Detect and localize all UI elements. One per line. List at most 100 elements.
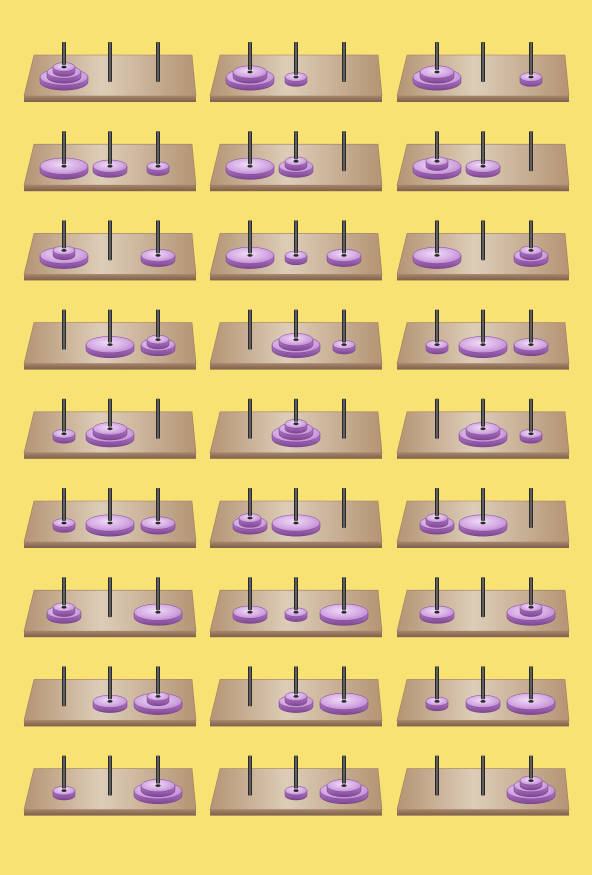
peg-3 [326, 220, 362, 267]
peg-1 [225, 131, 275, 180]
peg-2 [271, 488, 321, 537]
peg-rod-top [529, 666, 533, 700]
peg-1 [225, 220, 275, 269]
peg-2 [92, 131, 128, 178]
peg-2 [108, 755, 112, 796]
peg-rod-top [156, 398, 160, 437]
peg-rod-top [481, 398, 485, 427]
board-edge [397, 542, 569, 548]
peg-3 [140, 309, 176, 357]
board-23 [209, 666, 383, 727]
peg-1 [46, 577, 82, 624]
peg-3 [506, 755, 556, 805]
board-edge [397, 631, 569, 638]
peg-1 [39, 220, 89, 269]
board-edge [397, 452, 569, 459]
peg-1 [62, 309, 66, 350]
peg-rod-top [156, 666, 160, 695]
peg-2 [458, 488, 508, 537]
peg-rod-top [529, 309, 533, 343]
board-edge [210, 542, 382, 548]
peg-rod-top [435, 666, 439, 700]
peg-rod-top [294, 131, 298, 160]
peg-rod-top [108, 755, 112, 794]
peg-2 [284, 755, 308, 801]
peg-1 [435, 398, 439, 439]
peg-3 [146, 131, 170, 176]
peg-rod-top [62, 577, 66, 606]
peg-1 [425, 666, 449, 712]
peg-rod-top [156, 488, 160, 521]
board-22 [23, 666, 197, 727]
disk-2 [419, 605, 455, 624]
board-edge [397, 274, 569, 281]
peg-rod-top [342, 220, 346, 254]
peg-3 [342, 42, 346, 82]
disk-1 [425, 156, 449, 171]
peg-rod-top [529, 220, 533, 249]
board-edge [210, 185, 382, 192]
peg-rod-top [248, 577, 252, 611]
peg-rod-top [342, 755, 346, 784]
peg-3 [519, 42, 543, 87]
peg-rod-top [108, 220, 112, 259]
peg-rod-top [481, 309, 485, 343]
board-1 [23, 42, 197, 102]
peg-rod-top [481, 42, 485, 80]
board-20 [209, 577, 383, 638]
peg-rod-top [342, 309, 346, 343]
peg-rod-top [108, 666, 112, 700]
peg-2 [284, 42, 308, 87]
peg-1 [52, 398, 76, 444]
peg-rod-top [435, 488, 439, 516]
peg-2 [271, 398, 321, 448]
board-3 [396, 42, 570, 102]
peg-rod-top [248, 488, 252, 516]
board-edge [210, 720, 382, 727]
peg-rod-top [294, 309, 298, 338]
disk-1 [52, 62, 76, 77]
peg-3 [506, 666, 556, 715]
peg-rod-top [529, 577, 533, 606]
peg-rod-top [435, 42, 439, 70]
peg-rod-top [248, 309, 252, 348]
peg-rod-top [342, 131, 346, 170]
board-6 [396, 131, 570, 192]
board-16 [23, 488, 197, 548]
peg-rod-top [248, 398, 252, 437]
peg-1 [52, 488, 76, 533]
peg-3 [133, 666, 183, 715]
peg-rod-top [248, 42, 252, 70]
board-edge [397, 720, 569, 727]
peg-rod-top [108, 42, 112, 80]
board-edge [24, 363, 196, 370]
board-edge [24, 452, 196, 459]
peg-rod-top [62, 488, 66, 521]
board-25 [23, 755, 197, 816]
peg-rod-top [62, 42, 66, 65]
peg-2 [92, 666, 128, 713]
peg-rod-top [156, 131, 160, 165]
peg-rod-top [342, 666, 346, 700]
peg-rod-top [342, 42, 346, 80]
peg-rod-top [156, 42, 160, 80]
disk-3 [319, 692, 369, 715]
peg-rod-top [108, 488, 112, 521]
board-4 [23, 131, 197, 192]
peg-1 [232, 577, 268, 624]
board-26 [209, 755, 383, 816]
peg-rod-top [435, 755, 439, 794]
disk-1 [425, 513, 449, 528]
peg-rod-top [294, 42, 298, 75]
peg-2 [271, 309, 321, 359]
peg-rod-top [481, 220, 485, 259]
board-edge [210, 274, 382, 281]
peg-3 [513, 220, 549, 267]
peg-rod-top [294, 577, 298, 611]
peg-rod-top [62, 220, 66, 249]
peg-1 [39, 42, 89, 91]
peg-3 [513, 309, 549, 357]
board-edge [24, 96, 196, 102]
peg-rod-top [435, 577, 439, 611]
